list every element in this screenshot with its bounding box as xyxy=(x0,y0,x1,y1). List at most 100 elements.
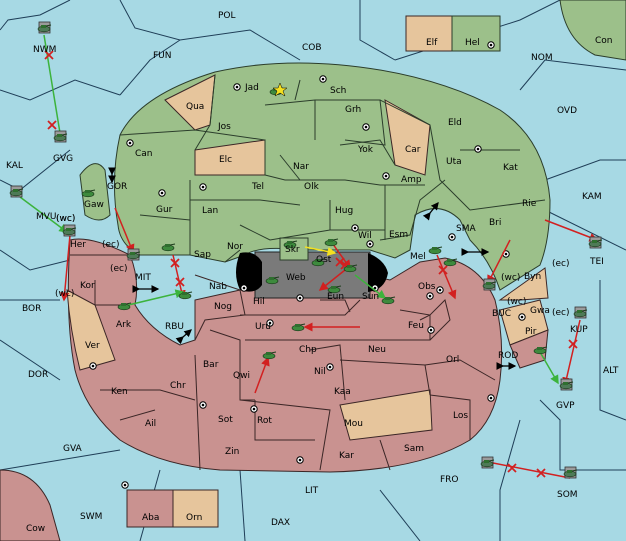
cancel-x-icon xyxy=(568,339,578,349)
tank-icon[interactable] xyxy=(443,258,458,267)
tank-icon[interactable] xyxy=(37,21,52,34)
tank-icon[interactable] xyxy=(428,246,443,255)
swap-arrow-icon xyxy=(175,329,192,345)
region-label-hel: Hel xyxy=(465,38,480,48)
red-borders xyxy=(70,254,496,471)
tank-icon[interactable] xyxy=(381,296,396,305)
supply-center-dot xyxy=(321,77,325,81)
supply-center-dot xyxy=(298,458,302,462)
swap-arrow-icon xyxy=(422,201,439,221)
tank-icon[interactable] xyxy=(178,291,193,300)
region-label-dor: DOR xyxy=(28,370,48,380)
coast-label-byn-ec: (ec) xyxy=(552,259,570,269)
region-label-qua: Qua xyxy=(186,102,204,112)
region-label-gaw: Gaw xyxy=(84,200,104,210)
region-label-kup: KUP xyxy=(570,325,588,335)
region-car[interactable] xyxy=(384,99,431,176)
region-label-rie: Rie xyxy=(522,199,537,209)
region-label-can: Can xyxy=(135,149,153,159)
coast-label-her-wc: (wc) xyxy=(56,214,75,224)
supply-center-dot xyxy=(298,296,302,300)
tank-icon[interactable] xyxy=(291,323,306,332)
tank-icon[interactable] xyxy=(9,185,24,198)
region-label-kat: Kat xyxy=(503,163,518,173)
move-line-rie xyxy=(544,219,599,242)
region-label-yok: Yok xyxy=(357,145,374,155)
tank-icon[interactable] xyxy=(480,456,495,469)
region-label-gwa: Gwa xyxy=(530,306,550,316)
tank-icon[interactable] xyxy=(265,276,280,285)
region-label-dax: DAX xyxy=(271,518,290,528)
region-label-her: Her xyxy=(70,240,86,250)
supply-center-dot xyxy=(428,294,432,298)
region-aba[interactable] xyxy=(126,489,174,528)
region-label-sma: SMA xyxy=(456,224,476,234)
tank-icon[interactable] xyxy=(262,351,277,360)
region-label-neu: Neu xyxy=(368,345,386,355)
tank-icon[interactable] xyxy=(343,264,358,273)
region-label-bor: BOR xyxy=(22,304,41,314)
region-label-byn: Byn xyxy=(524,272,541,282)
tank-icon[interactable] xyxy=(588,236,603,249)
coast-label-gwa-wc: (wc) xyxy=(507,297,526,307)
region-label-rbu: RBU xyxy=(165,322,184,332)
cancel-x-icon xyxy=(47,120,57,130)
cancel-x-icon xyxy=(335,257,345,267)
tank-icon[interactable] xyxy=(117,302,132,311)
tank-icon[interactable] xyxy=(533,346,548,355)
move-line-mel xyxy=(436,254,457,300)
region-con[interactable] xyxy=(559,0,626,61)
support-line-sun xyxy=(354,274,387,299)
region-label-fun: FUN xyxy=(153,51,172,61)
region-label-ver: Ver xyxy=(85,341,100,351)
tank-icon[interactable] xyxy=(81,189,96,198)
region-label-nil: Nil xyxy=(314,367,326,377)
supply-center-dot xyxy=(438,288,442,292)
coast-label-nab-ec: (ec) xyxy=(110,264,128,274)
tank-icon[interactable] xyxy=(53,130,68,143)
region-label-ost: Ost xyxy=(316,255,332,265)
cancel-x-icon xyxy=(175,277,185,287)
region-label-pol: POL xyxy=(218,11,236,21)
region-label-uru: Uru xyxy=(255,322,271,332)
tank-icon[interactable] xyxy=(327,285,342,294)
region-orn[interactable] xyxy=(172,489,219,528)
supply-center-dot xyxy=(242,286,246,290)
region-label-elf: Elf xyxy=(426,38,438,48)
region-label-obs: Obs xyxy=(418,282,436,292)
region-mou[interactable] xyxy=(339,389,433,441)
region-label-skr: Skr xyxy=(285,245,300,255)
tank-icon[interactable] xyxy=(126,248,141,261)
tank-icon[interactable] xyxy=(311,258,326,267)
region-byn[interactable] xyxy=(498,267,549,301)
region-elf[interactable] xyxy=(405,15,453,52)
region-gaw[interactable] xyxy=(79,163,111,221)
supply-center-dot xyxy=(91,364,95,368)
region-label-nab: Nab xyxy=(209,282,227,292)
region-label-car: Car xyxy=(405,145,421,155)
tank-icon[interactable] xyxy=(563,466,578,479)
region-label-mel: Mel xyxy=(410,252,426,262)
tank-icon[interactable] xyxy=(482,278,497,291)
tank-icon[interactable] xyxy=(62,224,77,237)
supply-center-dot xyxy=(520,315,524,319)
tank-icon[interactable] xyxy=(573,306,588,319)
region-ver[interactable] xyxy=(66,289,116,371)
supply-center-dot xyxy=(328,365,332,369)
region-label-zin: Zin xyxy=(225,447,239,457)
region-label-nom: NOM xyxy=(531,53,553,63)
region-label-rot: Rot xyxy=(257,416,272,426)
region-label-ovd: OVD xyxy=(557,106,577,116)
tank-icon[interactable] xyxy=(161,243,176,252)
tank-icon[interactable] xyxy=(324,238,339,247)
cancel-x-icon xyxy=(170,258,180,268)
tank-icon[interactable] xyxy=(559,378,574,391)
region-label-kor: Kor xyxy=(80,281,95,291)
supply-center-dot xyxy=(429,328,433,332)
region-cow[interactable] xyxy=(0,469,61,541)
supply-center-dot xyxy=(373,286,377,290)
tank-icon[interactable] xyxy=(283,240,298,249)
supply-center-dot xyxy=(504,252,508,256)
move-line-fro xyxy=(487,461,571,479)
